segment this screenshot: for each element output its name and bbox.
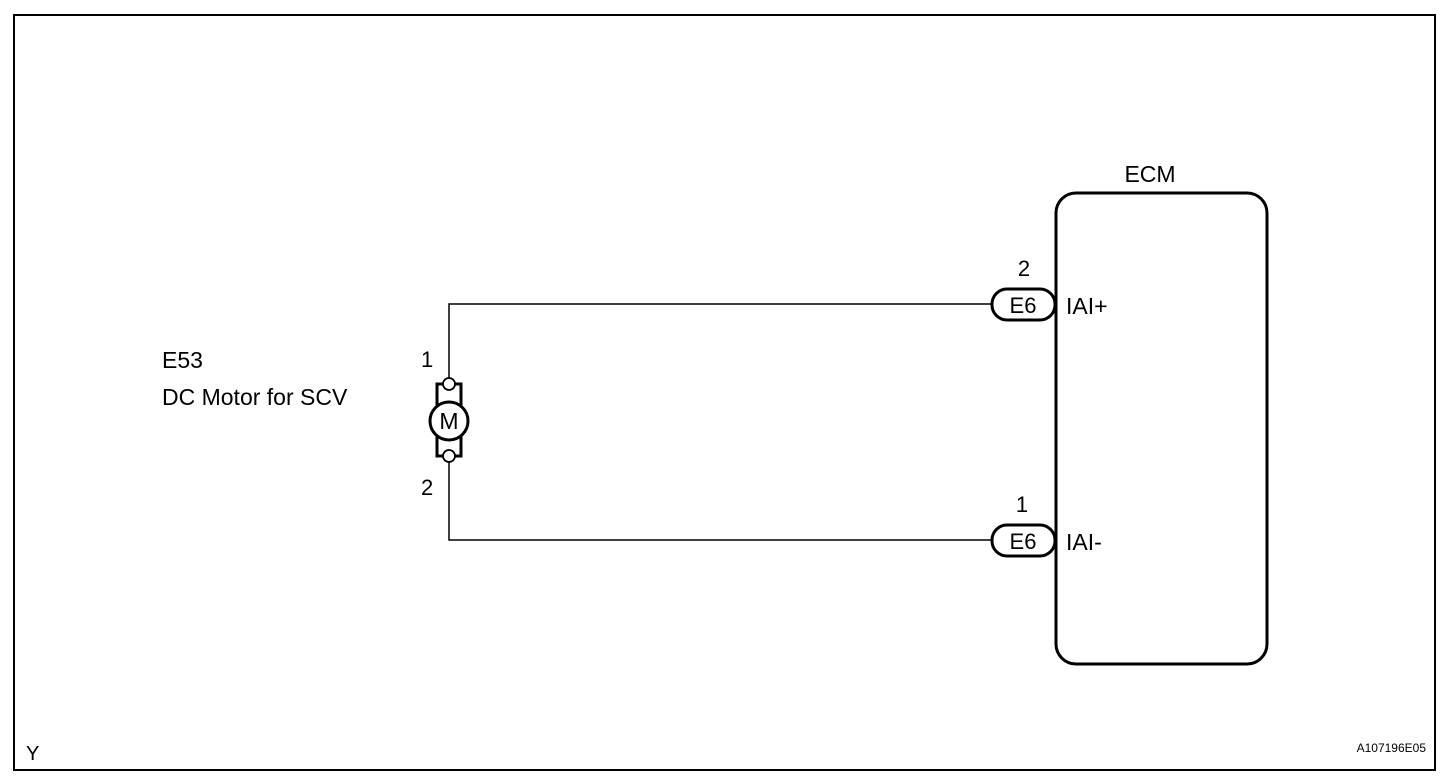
wire-iai-minus [448, 456, 992, 541]
terminal-signal: IAI- [1066, 529, 1102, 555]
terminal-signal: IAI+ [1066, 293, 1108, 319]
motor-circle [428, 400, 470, 442]
corner-mark: Y [26, 743, 39, 765]
diagram-frame [13, 14, 1436, 771]
terminal-pin-number: 1 [1016, 492, 1028, 517]
figure-id: A107196E05 [1357, 741, 1427, 755]
ecm-terminal-iai-minus: 1 E6 IAI- [990, 492, 1102, 558]
connector-label: E6 [1010, 293, 1037, 318]
terminal-pin-number: 2 [1018, 256, 1030, 281]
motor-terminal-top [442, 377, 456, 391]
connector-e6-shape [990, 523, 1057, 558]
ecm-box [1054, 191, 1269, 666]
ecm-terminal-iai-plus: 2 E6 IAI+ [990, 256, 1108, 322]
component-name: DC Motor for SCV [162, 384, 348, 410]
connector-e6-shape [990, 287, 1057, 322]
connector-label: E6 [1010, 529, 1037, 554]
ecm-label: ECM [1124, 161, 1175, 187]
motor-terminal-bottom [442, 449, 456, 463]
component-code: E53 [162, 347, 203, 373]
dc-motor-symbol: M [428, 377, 470, 463]
wire-iai-plus [448, 303, 992, 384]
motor-symbol-label: M [439, 408, 458, 434]
motor-pin-bottom: 2 [421, 475, 433, 500]
motor-pin-top: 1 [421, 347, 433, 372]
